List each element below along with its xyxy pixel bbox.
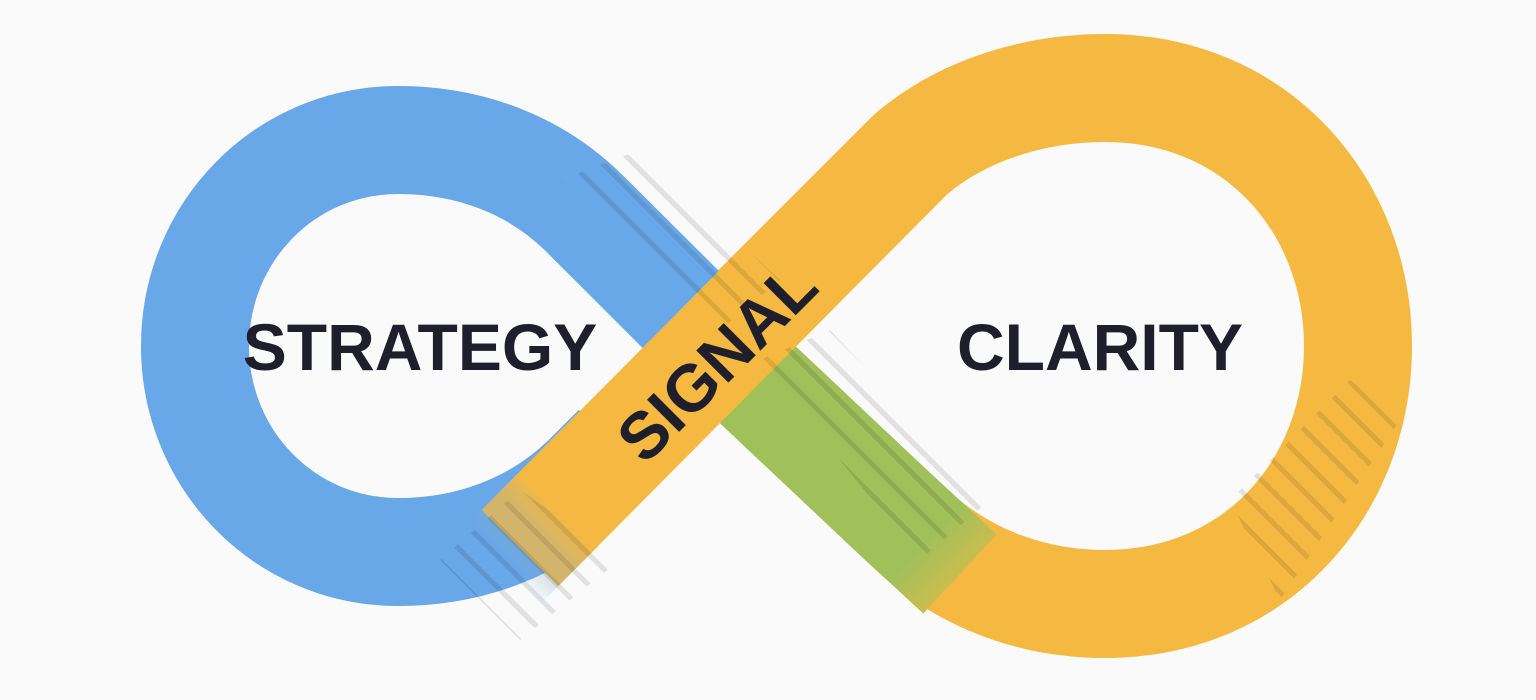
left-loop	[140, 85, 757, 607]
clarity-label: CLARITY	[957, 310, 1243, 384]
strategy-label: STRATEGY	[243, 310, 597, 384]
signal-band	[481, 116, 949, 587]
right-loop	[679, 33, 1413, 659]
